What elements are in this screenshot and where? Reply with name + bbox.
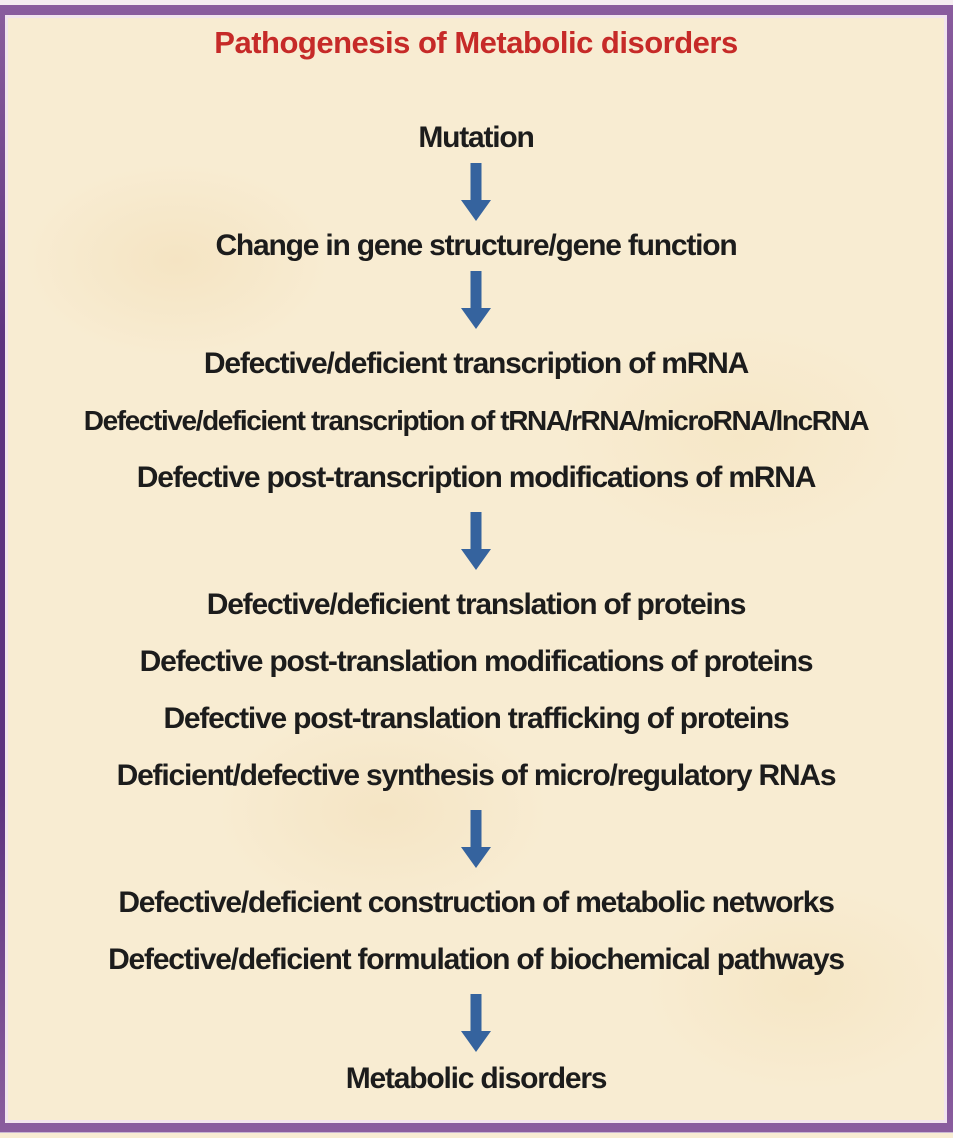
flow-step-text: Defective post-translation trafficking o… — [163, 702, 789, 735]
slide-top-margin — [0, 0, 953, 5]
flow-step-transcription: Defective/deficient transcription of mRN… — [83, 335, 870, 506]
flow-step-text: Defective/deficient formulation of bioch… — [108, 943, 845, 976]
flow-step-metabolic-disorders: Metabolic disorders — [345, 1062, 608, 1095]
down-arrow-icon — [461, 512, 491, 570]
flow-step-text: Deficient/defective synthesis of micro/r… — [116, 759, 837, 792]
down-arrow-icon — [461, 271, 491, 329]
down-arrow-head — [461, 200, 491, 221]
down-arrow-shaft — [470, 994, 482, 1031]
down-arrow-shaft — [470, 810, 482, 847]
flow-step-text: Defective post-transcription modificatio… — [136, 461, 817, 494]
flow-step-translation: Defective/deficient translation of prote… — [116, 576, 837, 804]
flow-step-text: Defective/deficient translation of prote… — [206, 588, 747, 621]
down-arrow-icon — [461, 163, 491, 221]
down-arrow-head — [461, 1031, 491, 1052]
flow-step-text: Defective post-translation modifications… — [139, 645, 814, 678]
flow-step-gene-change: Change in gene structure/gene function — [215, 229, 737, 262]
slide-purple-frame: Pathogenesis of Metabolic disorders Muta… — [0, 5, 953, 1132]
flow-step-text: Defective/deficient transcription of tRN… — [83, 405, 870, 436]
flowchart-canvas: Pathogenesis of Metabolic disorders Muta… — [5, 15, 947, 1123]
slide-bottom-margin — [0, 1132, 953, 1138]
down-arrow-shaft — [470, 271, 482, 308]
flow-step-networks: Defective/deficient construction of meta… — [108, 874, 845, 988]
down-arrow-shaft — [470, 512, 482, 549]
down-arrow-head — [461, 847, 491, 868]
flow-step-mutation: Mutation — [418, 121, 535, 154]
page-title: Pathogenesis of Metabolic disorders — [214, 25, 738, 60]
flow-step-text: Defective/deficient transcription of mRN… — [203, 347, 749, 380]
down-arrow-shaft — [470, 163, 482, 200]
down-arrow-head — [461, 308, 491, 329]
down-arrow-icon — [461, 994, 491, 1052]
down-arrow-head — [461, 549, 491, 570]
down-arrow-icon — [461, 810, 491, 868]
flow-step-text: Defective/deficient construction of meta… — [118, 886, 835, 919]
